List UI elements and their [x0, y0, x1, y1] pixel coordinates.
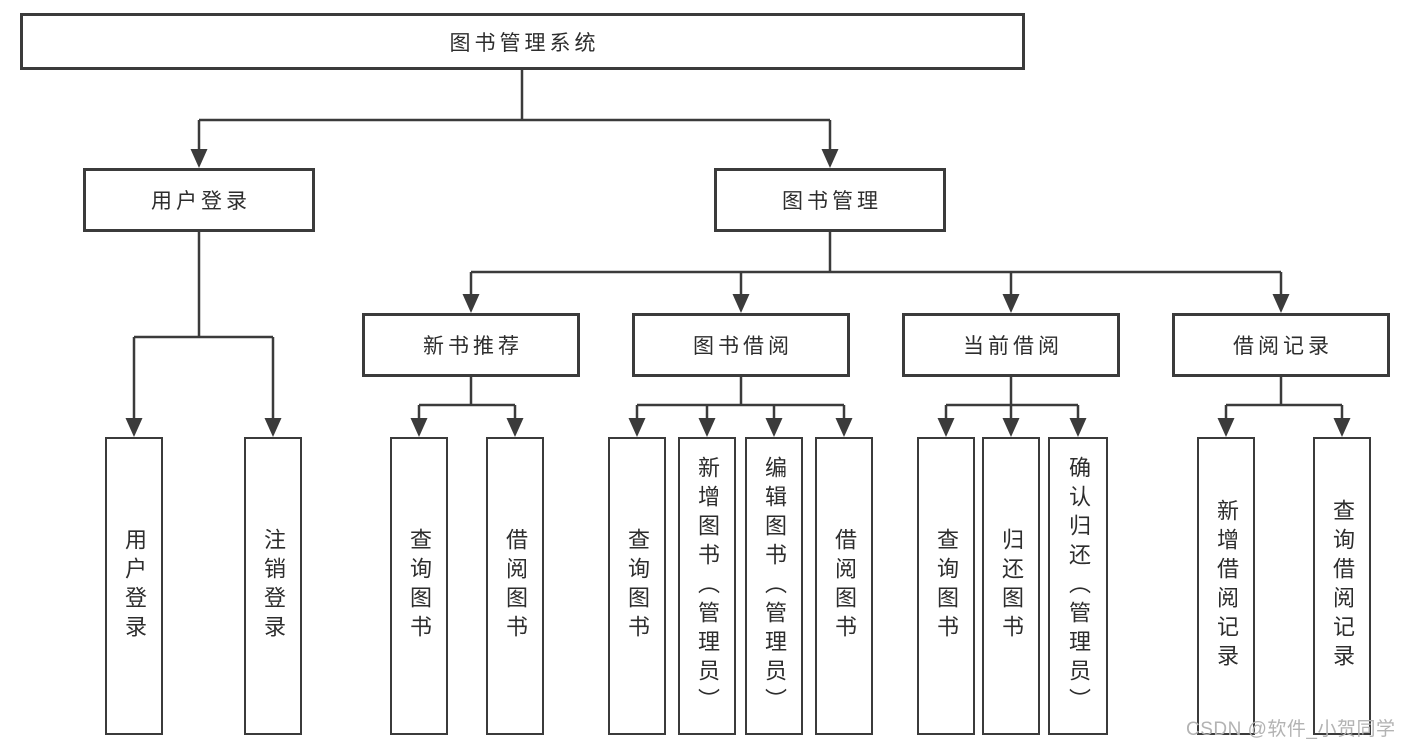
- leaf-current-return-books-label: 归还图书: [999, 528, 1024, 644]
- leaf-record-query-record: 查询借阅记录: [1313, 437, 1371, 735]
- leaf-user-login: 用户登录: [105, 437, 163, 735]
- leaf-recommend-query-books-label: 查询图书: [407, 528, 432, 644]
- leaf-borrow-query-books-label: 查询图书: [625, 528, 650, 644]
- leaf-logout-label: 注销登录: [261, 528, 286, 644]
- watermark: CSDN @软件_小贺同学: [1186, 719, 1396, 740]
- node-book-borrow: 图书借阅: [632, 313, 850, 377]
- node-current-borrow: 当前借阅: [902, 313, 1120, 377]
- leaf-current-return-books: 归还图书: [982, 437, 1040, 735]
- leaf-borrow-edit-books-admin-label: 编辑图书（管理员）: [762, 455, 787, 717]
- node-book-management: 图书管理: [714, 168, 946, 232]
- leaf-current-query-books-label: 查询图书: [934, 528, 959, 644]
- leaf-borrow-edit-books-admin: 编辑图书（管理员）: [745, 437, 803, 735]
- leaf-current-confirm-return-admin: 确认归还（管理员）: [1048, 437, 1108, 735]
- leaf-record-add-record-label: 新增借阅记录: [1214, 499, 1239, 673]
- node-borrow-records: 借阅记录: [1172, 313, 1390, 377]
- leaf-user-login-label: 用户登录: [122, 528, 147, 644]
- leaf-borrow-borrow-books: 借阅图书: [815, 437, 873, 735]
- leaf-current-query-books: 查询图书: [917, 437, 975, 735]
- leaf-recommend-borrow-books: 借阅图书: [486, 437, 544, 735]
- leaf-logout: 注销登录: [244, 437, 302, 735]
- node-new-book-recommend: 新书推荐: [362, 313, 580, 377]
- node-user-login-group: 用户登录: [83, 168, 315, 232]
- leaf-borrow-add-books-admin-label: 新增图书（管理员）: [695, 455, 720, 717]
- leaf-borrow-borrow-books-label: 借阅图书: [832, 528, 857, 644]
- leaf-borrow-query-books: 查询图书: [608, 437, 666, 735]
- leaf-borrow-add-books-admin: 新增图书（管理员）: [678, 437, 736, 735]
- leaf-recommend-borrow-books-label: 借阅图书: [503, 528, 528, 644]
- arrowheads: [125, 149, 1351, 437]
- node-root: 图书管理系统: [20, 13, 1025, 70]
- leaf-record-add-record: 新增借阅记录: [1197, 437, 1255, 735]
- leaf-record-query-record-label: 查询借阅记录: [1330, 499, 1355, 673]
- leaf-recommend-query-books: 查询图书: [390, 437, 448, 735]
- leaf-current-confirm-return-admin-label: 确认归还（管理员）: [1066, 455, 1091, 717]
